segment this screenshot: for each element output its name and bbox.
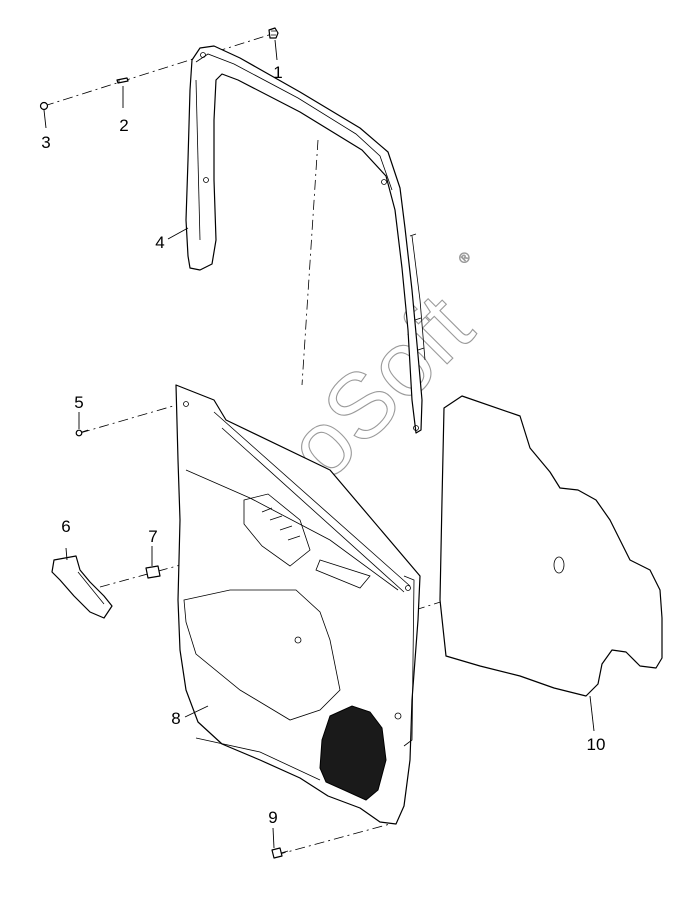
callout-2: 2 (119, 116, 128, 135)
callout-3: 3 (41, 133, 50, 152)
part-10-insulation-sheet (439, 395, 663, 697)
part-8-door-trim-panel (175, 384, 421, 825)
assembly-line-center (301, 139, 319, 386)
part-3-rivet (39, 101, 49, 111)
callout-4: 4 (155, 233, 164, 252)
part-4-window-frame-trim (185, 45, 426, 434)
callout-labels: 1 2 3 4 5 6 7 8 9 10 (41, 63, 605, 827)
part-1-clip (268, 27, 279, 39)
part-7-pad (145, 565, 161, 579)
callout-7: 7 (148, 527, 157, 546)
part-9-screw (271, 847, 289, 859)
speaker-grille (319, 705, 387, 801)
callout-6: 6 (61, 517, 70, 536)
part-6-handle-cover (51, 555, 113, 619)
part-2-pin (116, 77, 129, 84)
callout-1: 1 (273, 63, 282, 82)
callout-8: 8 (171, 709, 180, 728)
watermark-registered-mark: ® (455, 248, 474, 267)
callout-9: 9 (268, 808, 277, 827)
callout-5: 5 (74, 393, 83, 412)
callout-10: 10 (587, 735, 606, 754)
part-5-screw (75, 429, 89, 437)
assembly-line-screw (275, 823, 391, 856)
leader-lines (43, 39, 595, 849)
assembly-line-clip (79, 403, 181, 434)
